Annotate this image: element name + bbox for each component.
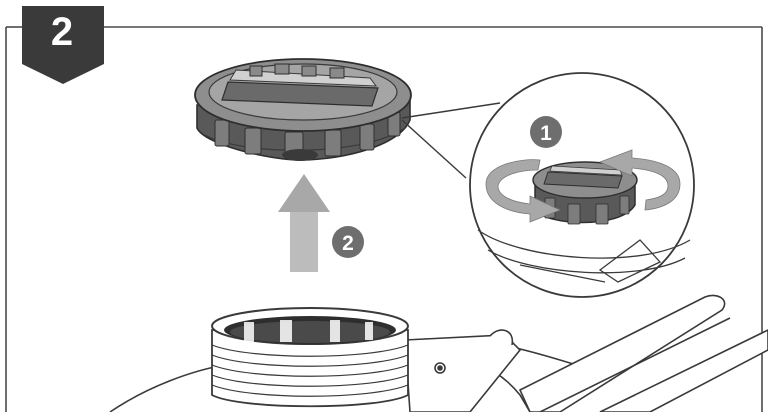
step-marker-rotate: 1 bbox=[530, 116, 562, 148]
tank-handle bbox=[518, 294, 768, 412]
tank-cap bbox=[194, 58, 412, 161]
neck-bracket bbox=[404, 329, 522, 412]
zoom-leader-lines bbox=[401, 102, 501, 179]
tank-neck bbox=[211, 307, 409, 408]
zoom-detail: 1 bbox=[469, 72, 695, 298]
rotate-counterclockwise-icon bbox=[485, 149, 681, 223]
step-number: 2 bbox=[50, 10, 74, 54]
step-marker-rotate-label: 1 bbox=[540, 122, 552, 145]
step-badge bbox=[22, 6, 104, 84]
step-marker-lift-label: 2 bbox=[342, 232, 354, 255]
step-marker-lift: 2 bbox=[332, 226, 364, 258]
arrow-up-icon bbox=[278, 174, 330, 272]
